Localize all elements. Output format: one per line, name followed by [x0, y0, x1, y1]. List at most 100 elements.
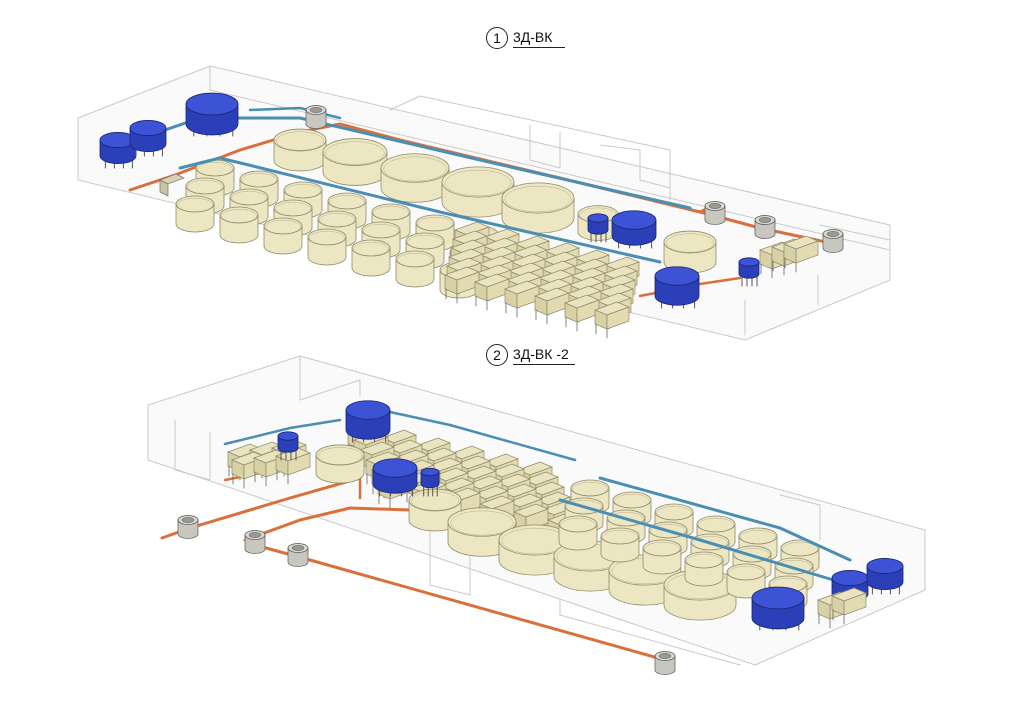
view-1-label: 3Д-ВК	[513, 29, 565, 48]
view-2-large-tank-top	[408, 488, 462, 512]
view-1-inner-wall	[389, 95, 671, 201]
view-2-left-tray-front	[287, 452, 311, 476]
view-2-left-tray-2	[275, 447, 311, 485]
view-1-round-tank-rim	[319, 212, 355, 228]
view-1-right-unit-front	[795, 240, 819, 264]
view-2-round-tank-rim	[740, 529, 776, 545]
view-1-tray-3	[534, 287, 570, 325]
view-1-back-wall	[209, 65, 891, 251]
view-2-well	[287, 543, 309, 567]
view-2-well-hatch	[291, 545, 305, 551]
view-2-round-tank-rim	[317, 447, 363, 465]
view-1-well	[754, 215, 776, 239]
view-2-water-pipe-3	[558, 498, 842, 584]
view-1-round-tank-rim	[363, 223, 399, 239]
view-1-well-body	[305, 109, 327, 129]
view-1-well	[305, 105, 327, 129]
view-2-round-tank-top	[315, 444, 365, 466]
view-1-well-hatch	[826, 231, 840, 237]
view-1-right-unit-2	[783, 235, 819, 273]
view-2-round-tank-rim	[644, 541, 680, 557]
view-1-round-tank-rim	[417, 216, 453, 232]
view-1-round-tank-rim	[285, 183, 321, 199]
view-1-round-tank	[263, 217, 303, 255]
view-1-well-hatch	[758, 217, 772, 223]
view-2-well-body	[177, 519, 199, 539]
view-1-round-tank-rim	[275, 201, 311, 217]
view-1-well-body	[704, 205, 726, 225]
view-2-number: 2	[486, 344, 508, 366]
view-1-large-tank-rim	[383, 156, 447, 182]
view-1-well-hatch	[708, 203, 722, 209]
view-1-blue-tank	[129, 120, 167, 157]
view-1-isometric	[77, 65, 891, 341]
view-2-blue-tank-top	[866, 558, 904, 574]
view-1-tray-4	[564, 294, 600, 332]
view-2-blue-tank-top	[372, 458, 418, 478]
view-2-well-body	[244, 534, 266, 554]
view-1-round-tank-rim	[241, 172, 277, 188]
view-1-large-tank-top	[273, 128, 327, 152]
view-1-blue-tank	[587, 213, 609, 243]
view-1-large-tank	[441, 166, 515, 218]
view-1-round-tank-rim	[373, 205, 409, 221]
view-1-partition	[599, 144, 671, 189]
view-2-round-tank-rim	[698, 517, 734, 533]
view-1-well	[704, 201, 726, 225]
view-1-round-tank-rim	[309, 230, 345, 246]
view-1-blue-tank-top	[611, 210, 657, 230]
view-2-door	[174, 419, 211, 481]
view-2-sewer-pipe-3	[253, 543, 667, 662]
view-1-blue-tank	[654, 266, 700, 309]
view-2-door-front	[429, 529, 471, 596]
view-1-large-tank	[322, 138, 388, 186]
view-2-round-tank-rim	[782, 541, 818, 557]
view-1-round-tank	[663, 230, 717, 274]
view-2-blue-tank-top	[420, 467, 440, 477]
view-1-blue-tank	[738, 257, 760, 287]
view-1-blue-tank	[611, 210, 657, 249]
view-2-right-unit-1	[831, 587, 867, 625]
view-2-round-tank-rim	[560, 517, 596, 533]
view-2-round-tank-rim	[734, 547, 770, 563]
view-1-door	[529, 124, 561, 169]
view-1-large-tank-top	[441, 166, 515, 198]
view-2-well-body	[287, 547, 309, 567]
view-2-well	[654, 651, 676, 675]
view-1-round-tank	[351, 239, 391, 277]
view-2-round-tank	[558, 515, 598, 551]
view-1-round-tank-rim	[397, 252, 433, 268]
view-2-round-tank-rim	[650, 523, 686, 539]
view-1-large-tank-rim	[325, 141, 385, 165]
view-2-sewer-pipe-2	[243, 506, 412, 542]
view-2-blue-tank	[372, 458, 418, 497]
view-1-blue-tank-top	[185, 92, 239, 116]
view-2-round-tank-rim	[572, 481, 608, 497]
view-1-round-tank-rim	[329, 194, 365, 210]
view-2-large-tank-rim	[410, 491, 460, 511]
view-1-blue-tank	[99, 132, 137, 169]
view-1-large-tank	[273, 128, 327, 172]
view-2-round-tank	[315, 444, 365, 484]
view-1-tray-2	[504, 280, 540, 318]
view-1-round-tank-rim	[177, 197, 213, 213]
view-2-blue-tank	[277, 431, 299, 461]
view-2-well	[177, 515, 199, 539]
view-1-well-body	[754, 219, 776, 239]
view-2-blue-tank	[866, 558, 904, 595]
view-1-large-tank-rim	[504, 185, 572, 213]
view-2-blue-tank-top	[751, 586, 805, 610]
view-1-round-tank	[307, 228, 347, 266]
view-2-well-hatch	[658, 653, 672, 659]
view-1-large-tank	[501, 182, 575, 234]
view-2-round-tank-rim	[608, 511, 644, 527]
view-1-round-tank-rim	[221, 208, 257, 224]
view-2-right-unit-front	[843, 592, 867, 616]
view-1-wall-edge	[819, 224, 891, 241]
view-2-sewer-pipe	[160, 476, 362, 540]
view-1-well-body	[822, 233, 844, 253]
view-2-round-tank	[642, 539, 682, 575]
view-1-tray-0	[444, 266, 480, 304]
view-1-blue-tank-top	[587, 213, 609, 223]
view-1-round-tank-top	[663, 230, 717, 254]
